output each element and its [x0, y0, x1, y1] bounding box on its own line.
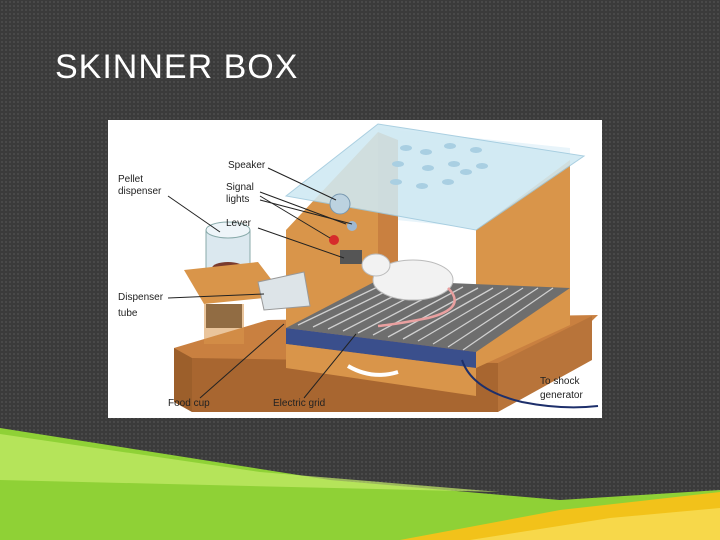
label-dispenser-tube-2: tube	[118, 308, 138, 319]
label-lever: Lever	[226, 218, 252, 229]
label-signal-lights-1: Signal	[226, 182, 254, 193]
air-holes	[390, 143, 488, 189]
electric-grid-floor	[286, 280, 570, 352]
signal-light-blue	[347, 221, 357, 231]
label-shock-generator-1: To shock	[540, 376, 580, 387]
skinner-box-illustration: Speaker Pellet dispenser Signal lights L…	[108, 120, 602, 418]
dispenser-tube	[257, 271, 311, 311]
label-shock-generator-2: generator	[540, 390, 583, 401]
label-pellet-dispenser-2: dispenser	[118, 186, 162, 197]
drawer-handle	[346, 364, 399, 377]
speaker-icon	[329, 193, 351, 215]
glass-lid	[284, 123, 586, 231]
dispenser-stand	[184, 262, 284, 304]
shock-wire	[461, 359, 599, 409]
skinner-box-diagram: Speaker Pellet dispenser Signal lights L…	[118, 123, 599, 412]
label-dispenser-tube-1: Dispenser	[118, 292, 164, 303]
label-speaker: Speaker	[228, 160, 266, 171]
label-signal-lights-2: lights	[226, 194, 249, 205]
label-food-cup: Food cup	[168, 398, 210, 409]
signal-light-red	[329, 235, 339, 245]
lever	[340, 250, 362, 264]
slide-title: SKINNER BOX	[55, 48, 299, 86]
bottom-decoration	[0, 428, 720, 540]
label-pellet-dispenser-1: Pellet	[118, 174, 143, 185]
front-panel	[286, 344, 476, 396]
grid-edge-strip	[286, 328, 476, 368]
label-electric-grid: Electric grid	[273, 398, 325, 409]
rat	[372, 259, 454, 301]
